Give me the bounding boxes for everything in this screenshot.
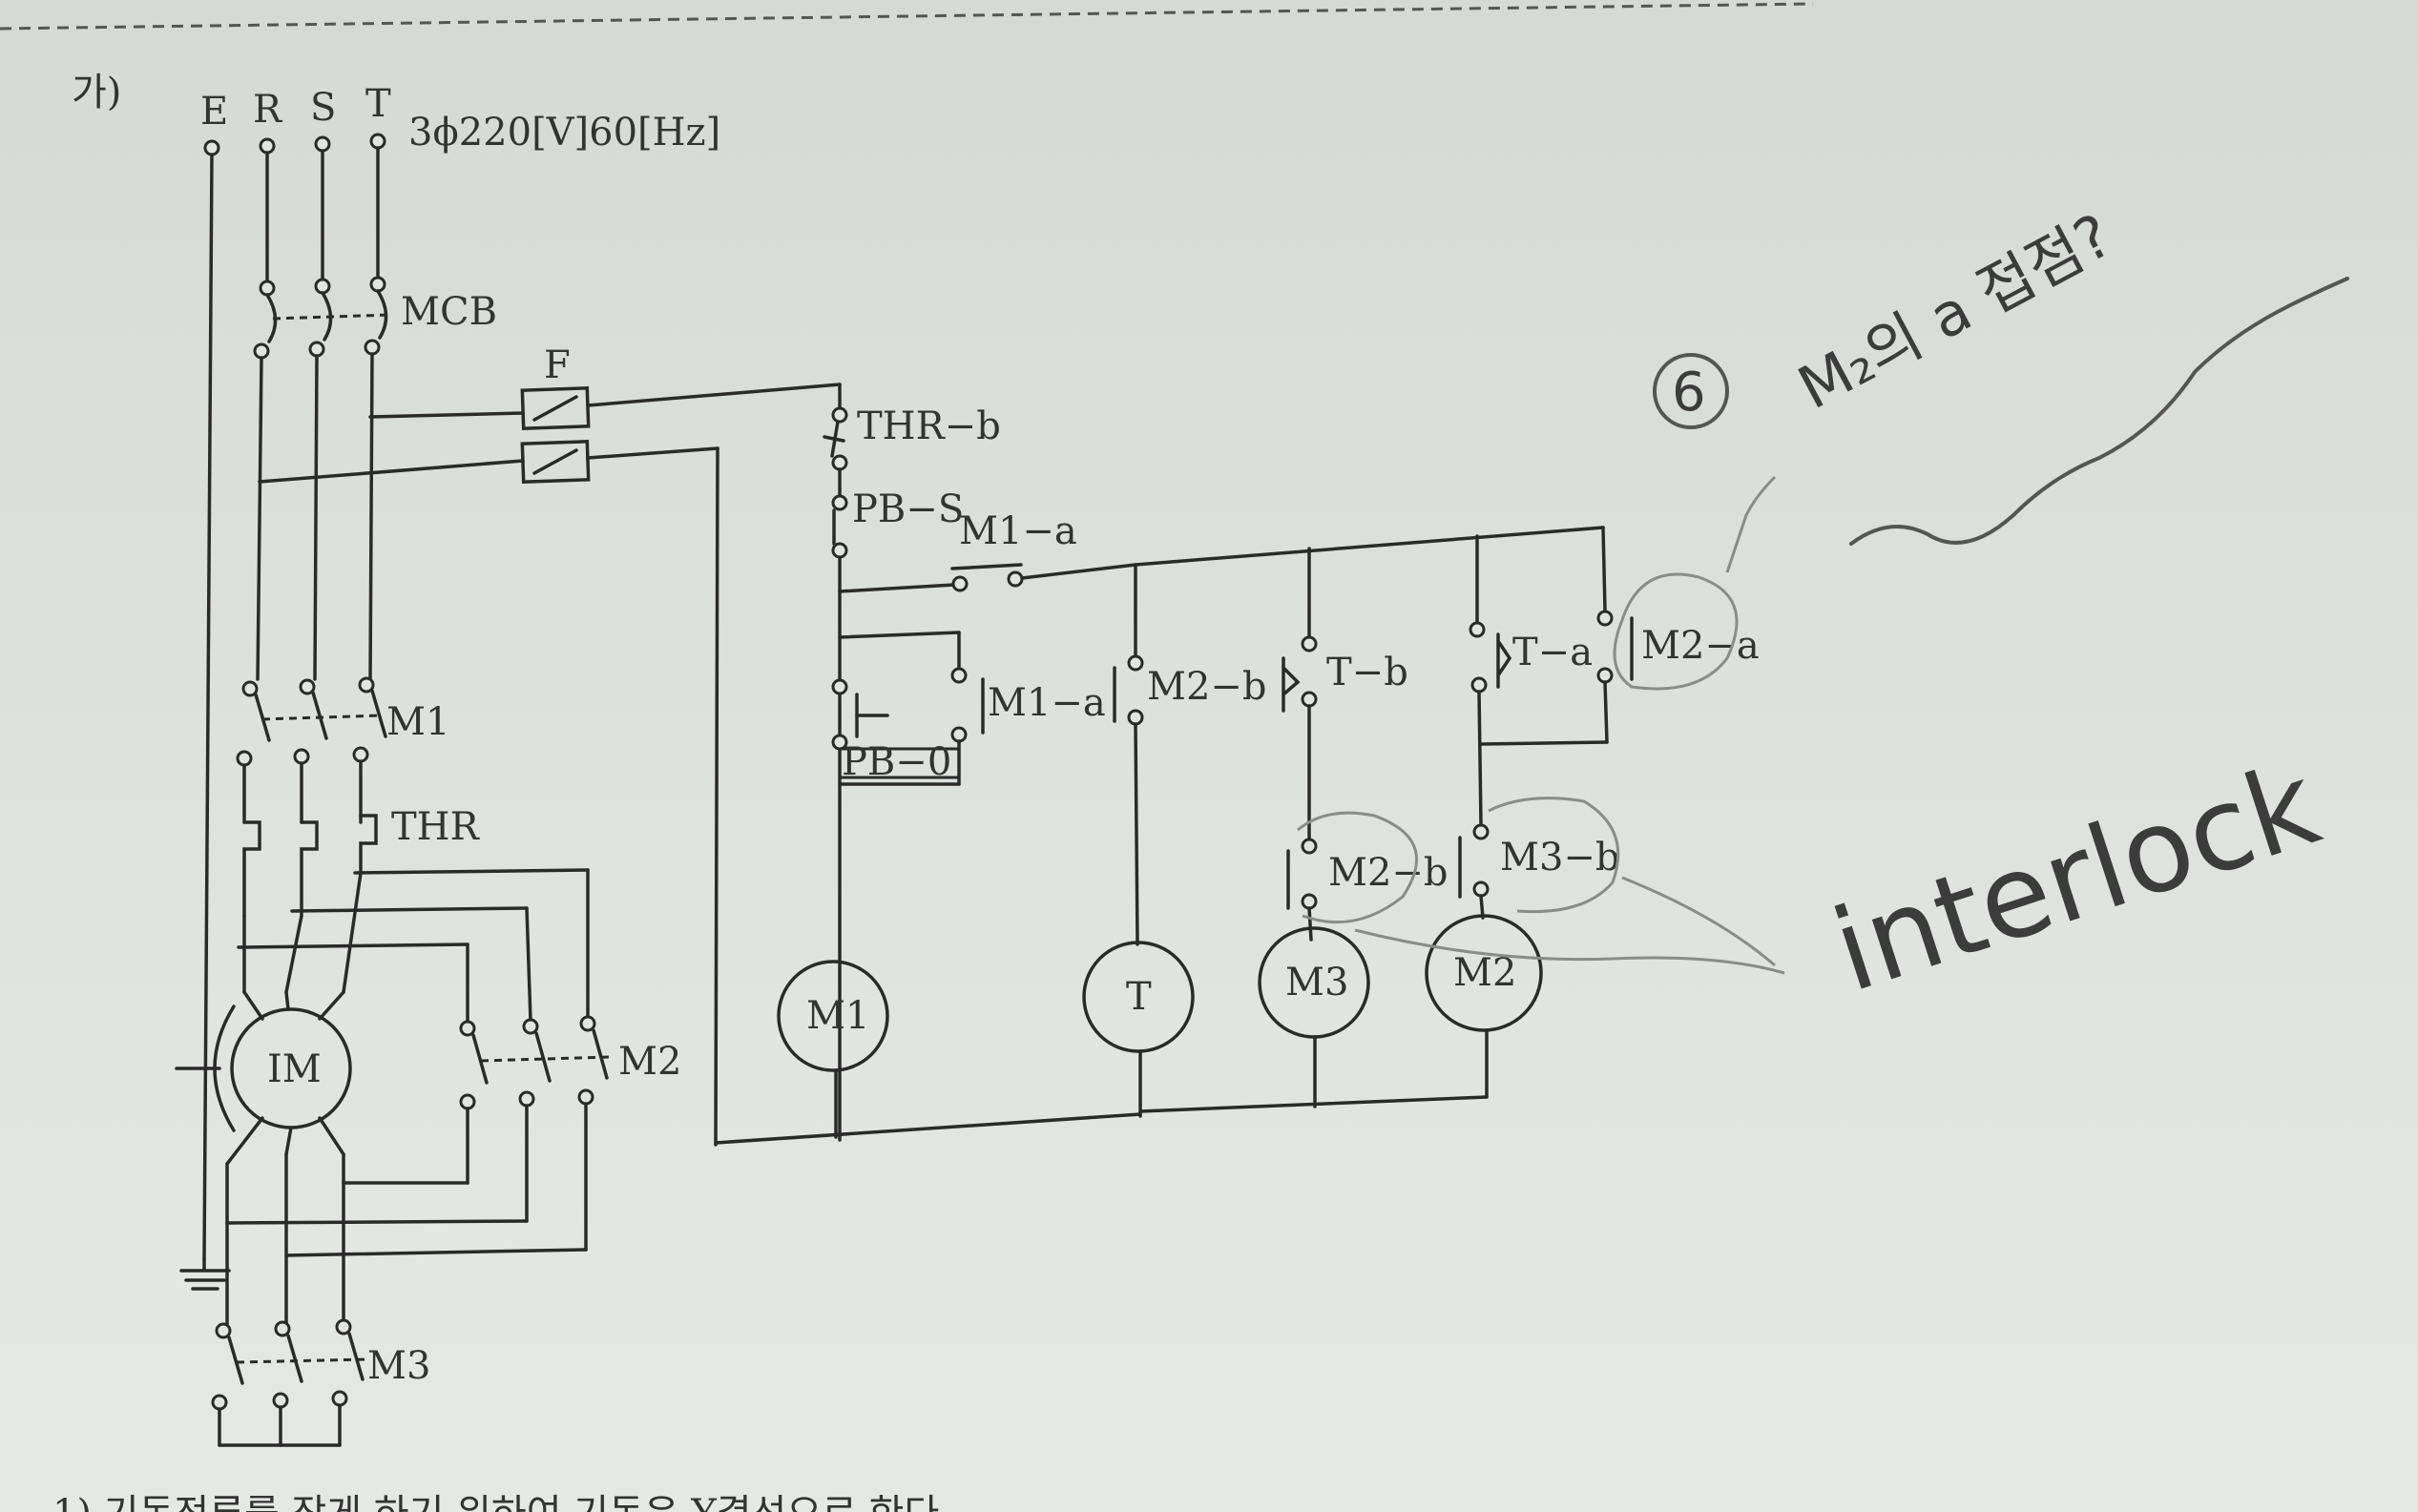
supply-rating: 3ϕ220[V]60[Hz] — [408, 111, 720, 155]
top-dashed-rule — [0, 2, 1814, 31]
thr-b-label: THR−b — [857, 404, 1001, 448]
supply-labels: E R S T 3ϕ220[V]60[Hz] — [200, 82, 720, 155]
leader-line — [1725, 475, 1777, 573]
coil-m2 — [1425, 914, 1543, 1032]
thr-label: THR — [391, 805, 481, 849]
m2-a-circle-mark — [1613, 572, 1739, 691]
m3-label: M3 — [367, 1344, 430, 1388]
mcb-label: MCB — [401, 290, 497, 334]
coil-t — [1082, 941, 1195, 1053]
coil-m1-label: M1 — [806, 994, 869, 1038]
fuse-label: F — [544, 343, 571, 387]
m1-a-label: M1−a — [988, 681, 1106, 725]
m3-b-interlock-label: M3−b — [1500, 836, 1620, 880]
handwritten-annotations: 6 M₂의 a 접점? interlock — [1297, 200, 2349, 1019]
supply-label-s: S — [310, 86, 336, 130]
pb-s-label: PB−S — [852, 487, 964, 531]
fuses: F — [520, 343, 842, 1147]
problem-number: 가) — [72, 71, 121, 114]
footer-text: 1) 기동전류를 작게 하기 위하여 기동은 Y결선으로 한다. — [52, 1492, 951, 1512]
pb-0-label: PB−0 — [842, 740, 951, 784]
pointer-line — [1621, 876, 1776, 967]
supply-label-e: E — [200, 90, 228, 134]
korean-note: M₂의 a 접점? — [1787, 200, 2123, 423]
t-a-label: T−a — [1512, 631, 1593, 674]
m1-a-top-label: M1−a — [959, 509, 1077, 553]
circle-number: 6 — [1672, 362, 1706, 424]
t-b-label: T−b — [1326, 651, 1408, 694]
power-circuit: MCB M1 THR — [175, 133, 681, 1447]
coil-m2-label: M2 — [1453, 951, 1516, 995]
crossing-link — [1354, 928, 1785, 975]
m2-b-label: M2−b — [1147, 665, 1267, 709]
coil-t-label: T — [1126, 975, 1152, 1019]
m2-b-interlock-label: M2−b — [1328, 851, 1449, 895]
circle-number-mark — [1653, 353, 1729, 429]
supply-label-t: T — [365, 82, 391, 126]
m1-label: M1 — [386, 700, 449, 744]
coil-m3-label: M3 — [1285, 961, 1348, 1005]
m2-label: M2 — [618, 1040, 681, 1084]
interlock-word: interlock — [1819, 738, 2334, 1019]
m3-b-circle-mark — [1488, 797, 1620, 914]
coil-m1 — [777, 960, 889, 1072]
motor-label: IM — [267, 1047, 322, 1091]
m2-b-circle-mark — [1297, 811, 1418, 924]
m2-a-label: M2−a — [1641, 624, 1760, 668]
supply-label-r: R — [253, 88, 283, 132]
squiggle-underline — [1849, 277, 2349, 546]
control-circuit: THR−b PB−S M1−a PB−0 M1−a — [714, 383, 1760, 1145]
